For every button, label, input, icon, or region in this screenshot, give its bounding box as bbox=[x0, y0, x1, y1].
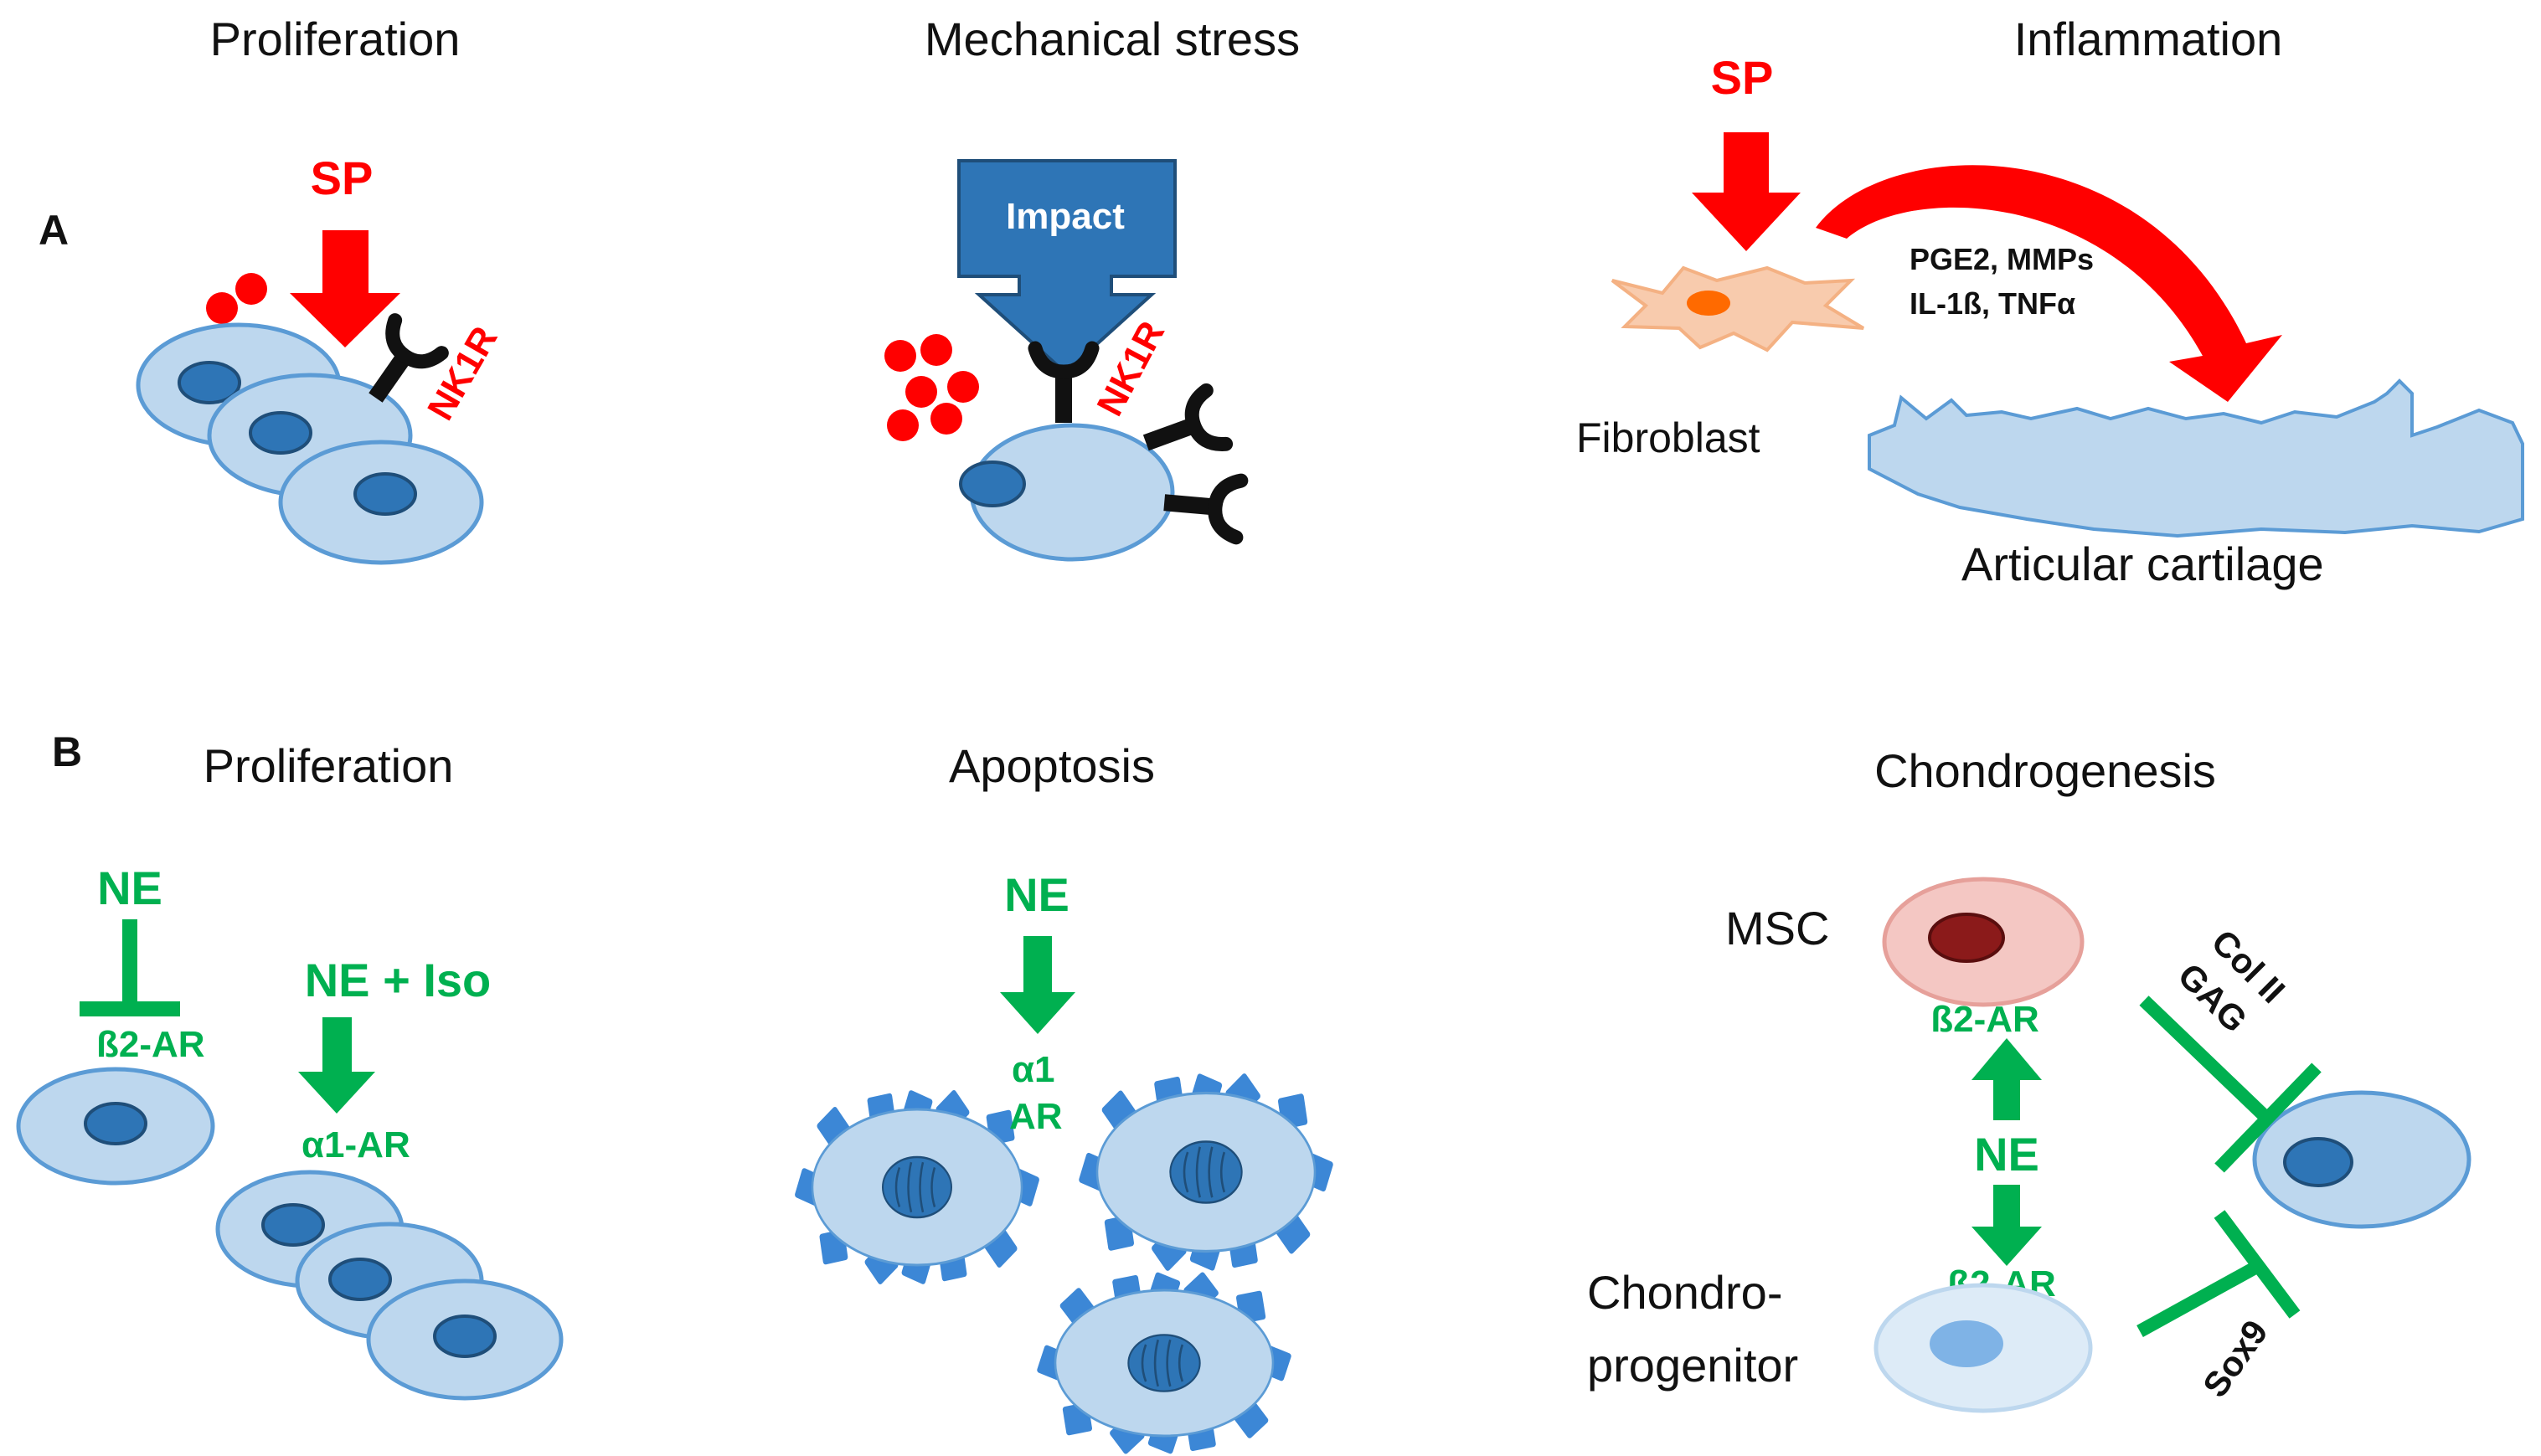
msc-label: MSC bbox=[1725, 902, 1829, 954]
chondroprogenitor-nucleus bbox=[1930, 1320, 2003, 1367]
b-proliferation-activation-arrow bbox=[298, 1017, 375, 1114]
sox9-label: Sox9 bbox=[2195, 1313, 2276, 1404]
b-proliferation-ne-label: NE bbox=[97, 862, 162, 914]
a-stress-nucleus bbox=[959, 460, 1026, 507]
panel-a-letter: A bbox=[39, 207, 69, 254]
b-apoptosis-title: Apoptosis bbox=[949, 739, 1155, 792]
a-proliferation-title: Proliferation bbox=[210, 13, 461, 65]
b-apoptosis-activation-arrow bbox=[1000, 936, 1075, 1034]
mediators-line-2: IL-1ß, TNFα bbox=[1910, 286, 2075, 321]
b-apoptosis-ne-label: NE bbox=[1004, 868, 1069, 921]
fibroblast-cell bbox=[1611, 265, 1865, 352]
inflammation-curved-arrow bbox=[1816, 165, 2282, 402]
impact-arrow bbox=[957, 159, 1177, 375]
chondrocyte-cell bbox=[2252, 1090, 2471, 1229]
substance-p-cluster bbox=[884, 334, 979, 441]
a-proliferation-cell-stack bbox=[136, 322, 484, 565]
fibroblast-nucleus bbox=[1687, 291, 1730, 316]
a-inflammation-title: Inflammation bbox=[2014, 13, 2283, 65]
ne-upward-arrow bbox=[1971, 1038, 2042, 1120]
a-inflammation-sp-arrow bbox=[1692, 132, 1801, 251]
chondrogenesis-ne-label: NE bbox=[1974, 1128, 2039, 1181]
a-mechanical-stress-title: Mechanical stress bbox=[925, 13, 1300, 65]
a-proliferation-sp-label: SP bbox=[311, 152, 374, 204]
b-chondrogenesis-title: Chondrogenesis bbox=[1874, 744, 2216, 797]
b-apoptosis-ar-label: AR bbox=[1009, 1096, 1063, 1137]
impact-label: Impact bbox=[1006, 196, 1125, 237]
panel-b-letter: B bbox=[52, 728, 82, 775]
mediators-line-1: PGE2, MMPs bbox=[1910, 242, 2094, 276]
msc-nucleus bbox=[1928, 913, 2005, 963]
b-proliferation-alpha1-label: α1-AR bbox=[302, 1124, 410, 1165]
b-proliferation-title: Proliferation bbox=[204, 739, 454, 792]
fibroblast-label: Fibroblast bbox=[1576, 414, 1760, 461]
articular-cartilage-tissue bbox=[1868, 378, 2524, 538]
b-proliferation-activator-label: NE + Iso bbox=[305, 954, 492, 1006]
b-proliferation-single-nucleus bbox=[84, 1102, 147, 1145]
b-proliferation-inhibition-bar bbox=[80, 919, 180, 1016]
b-proliferation-cell-stack bbox=[215, 1170, 564, 1401]
b-apoptosis-alpha1-label: α1 bbox=[1012, 1049, 1055, 1090]
progenitor-label-line-1: Chondro- bbox=[1587, 1266, 1782, 1319]
apoptotic-cell-cluster bbox=[792, 1071, 1336, 1456]
lower-inhibition-line bbox=[2136, 1210, 2301, 1338]
chondrocyte-nucleus bbox=[2283, 1137, 2353, 1187]
a-proliferation-sp-arrow bbox=[290, 230, 400, 347]
substance-p-molecule bbox=[235, 273, 267, 305]
a-proliferation-nk1r-label: NK1R bbox=[420, 320, 505, 427]
articular-cartilage-label: Articular cartilage bbox=[1961, 538, 2324, 590]
b-proliferation-beta2-label: ß2-AR bbox=[96, 1024, 205, 1065]
upper-inhibition-line bbox=[2139, 996, 2322, 1173]
substance-p-molecule bbox=[206, 292, 238, 324]
ne-downward-arrow bbox=[1971, 1185, 2042, 1266]
progenitor-label-line-2: progenitor bbox=[1587, 1339, 1798, 1392]
a-inflammation-sp-label: SP bbox=[1711, 51, 1774, 104]
receptor-top-label: ß2-AR bbox=[1930, 999, 2039, 1040]
